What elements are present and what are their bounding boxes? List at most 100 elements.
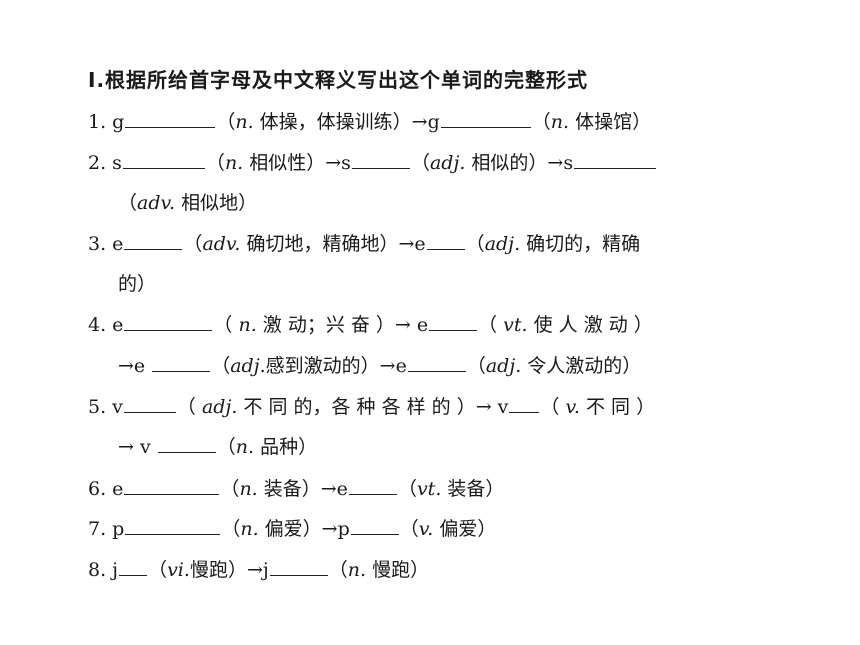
part-of-speech: vi. bbox=[167, 559, 190, 581]
line-text: （ bbox=[221, 518, 241, 540]
line-text: 相似性）→s bbox=[243, 152, 351, 174]
line-text: 激 动；兴 奋 ）→ e bbox=[256, 314, 429, 336]
answer-blank[interactable] bbox=[407, 353, 466, 372]
answer-blank[interactable] bbox=[429, 312, 478, 331]
exercise-line: → v （n. 品种） bbox=[118, 432, 823, 459]
line-text: 慢跑）→j bbox=[189, 559, 269, 581]
line-text: （ bbox=[531, 111, 551, 133]
section-title: Ⅰ.根据所给首字母及中文释义写出这个单词的完整形式 bbox=[88, 68, 589, 92]
line-text: 品种） bbox=[254, 436, 318, 458]
line-text: 不 同 的，各 种 各 样 的 ）→ v bbox=[237, 396, 509, 418]
part-of-speech: vt. bbox=[416, 478, 442, 500]
answer-blank[interactable] bbox=[350, 516, 399, 535]
part-of-speech: v. bbox=[418, 518, 434, 540]
exercise-line: 1. g（n. 体操，体操训练）→g（n. 体操馆） bbox=[88, 107, 793, 134]
answer-blank[interactable] bbox=[119, 557, 148, 576]
exercise-line: 6. e（n. 装备）→e（vt. 装备） bbox=[88, 474, 793, 501]
part-of-speech: adv. bbox=[202, 233, 241, 255]
part-of-speech: n. bbox=[550, 111, 570, 133]
exercise-line: 4. e （ n. 激 动；兴 奋 ）→ e （ vt. 使 人 激 动 ） bbox=[88, 310, 793, 337]
line-text: 装备） bbox=[441, 478, 505, 500]
line-text: （ bbox=[118, 192, 138, 214]
line-text: （ bbox=[540, 396, 566, 418]
answer-blank[interactable] bbox=[509, 394, 540, 413]
line-text: 的） bbox=[118, 273, 157, 295]
line-text: →e bbox=[118, 355, 152, 377]
answer-blank[interactable] bbox=[157, 434, 216, 453]
line-text: 装备）→e bbox=[257, 478, 348, 500]
exercise-line: 5. v（ adj. 不 同 的，各 种 各 样 的 ）→ v（ v. 不 同 … bbox=[88, 392, 793, 419]
answer-blank[interactable] bbox=[123, 394, 176, 413]
answer-blank[interactable] bbox=[426, 231, 465, 250]
line-text: 不 同 ） bbox=[579, 396, 656, 418]
line-text: 3. e bbox=[88, 233, 124, 255]
part-of-speech: n. bbox=[240, 518, 259, 540]
line-text: （ bbox=[213, 314, 239, 336]
exercise-line: 的） bbox=[118, 269, 823, 296]
exercise-line: 3. e（adv. 确切地，精确地）→e（adj. 确切的，精确 bbox=[88, 229, 793, 256]
part-of-speech: n. bbox=[347, 559, 367, 581]
line-text: 偏爱） bbox=[433, 518, 497, 540]
line-text: 相似的）→s bbox=[465, 152, 574, 174]
line-text: 4. e bbox=[88, 314, 124, 336]
line-text: 5. v bbox=[88, 396, 123, 418]
answer-blank[interactable] bbox=[122, 150, 205, 169]
answer-blank[interactable] bbox=[124, 231, 183, 250]
line-text: （ bbox=[466, 355, 486, 377]
part-of-speech: n. bbox=[238, 314, 257, 336]
answer-blank[interactable] bbox=[269, 557, 328, 576]
line-text: 相似地） bbox=[175, 192, 258, 214]
part-of-speech: n. bbox=[239, 478, 258, 500]
line-text: 确切的，精确 bbox=[520, 233, 641, 255]
answer-blank[interactable] bbox=[124, 476, 220, 495]
line-text: 6. e bbox=[88, 478, 124, 500]
answer-blank[interactable] bbox=[348, 476, 397, 495]
part-of-speech: adj. bbox=[429, 152, 466, 174]
line-text: （ bbox=[328, 559, 348, 581]
part-of-speech: adj. bbox=[485, 355, 522, 377]
exercise-line: （adv. 相似地） bbox=[118, 188, 823, 215]
line-text: （ bbox=[148, 559, 168, 581]
answer-blank[interactable] bbox=[124, 312, 213, 331]
part-of-speech: v. bbox=[565, 396, 580, 418]
answer-blank[interactable] bbox=[440, 109, 531, 128]
line-text: 慢跑） bbox=[366, 559, 430, 581]
part-of-speech: n. bbox=[235, 436, 255, 458]
part-of-speech: adv. bbox=[137, 192, 176, 214]
line-text: （ bbox=[410, 152, 430, 174]
line-text: （ bbox=[183, 233, 203, 255]
line-text: 令人激动的） bbox=[521, 355, 642, 377]
line-text: 确切地，精确地）→e bbox=[240, 233, 426, 255]
answer-blank[interactable] bbox=[351, 150, 410, 169]
line-text: 1. g bbox=[88, 111, 125, 133]
line-text: （ bbox=[465, 233, 485, 255]
line-text: （ bbox=[211, 355, 231, 377]
line-text: 体操馆） bbox=[569, 111, 652, 133]
line-text: （ bbox=[176, 396, 202, 418]
line-text: （ bbox=[216, 111, 236, 133]
line-text: 8. j bbox=[88, 559, 119, 581]
exercise-line: 8. j（vi.慢跑）→j（n. 慢跑） bbox=[88, 555, 793, 582]
answer-blank[interactable] bbox=[125, 516, 221, 535]
line-text: （ bbox=[397, 478, 417, 500]
line-text: 感到激动的）→e bbox=[265, 355, 407, 377]
line-text: 7. p bbox=[88, 518, 125, 540]
line-text: 使 人 激 动 ） bbox=[527, 314, 653, 336]
exercise-line: 7. p（n. 偏爱）→p（v. 偏爱） bbox=[88, 514, 793, 541]
part-of-speech: n. bbox=[235, 111, 254, 133]
line-text: → v bbox=[118, 436, 157, 458]
line-text: 体操，体操训练）→g bbox=[253, 111, 440, 133]
part-of-speech: n. bbox=[224, 152, 244, 174]
answer-blank[interactable] bbox=[152, 353, 211, 372]
answer-blank[interactable] bbox=[125, 109, 216, 128]
exercise-line: →e （adj.感到激动的）→e（adj. 令人激动的） bbox=[118, 351, 823, 378]
part-of-speech: adj. bbox=[230, 355, 266, 377]
part-of-speech: vt. bbox=[503, 314, 528, 336]
line-text: （ bbox=[216, 436, 236, 458]
line-text: 2. s bbox=[88, 152, 122, 174]
part-of-speech: adj. bbox=[484, 233, 521, 255]
line-text: （ bbox=[478, 314, 504, 336]
line-text: （ bbox=[399, 518, 419, 540]
answer-blank[interactable] bbox=[574, 150, 657, 169]
